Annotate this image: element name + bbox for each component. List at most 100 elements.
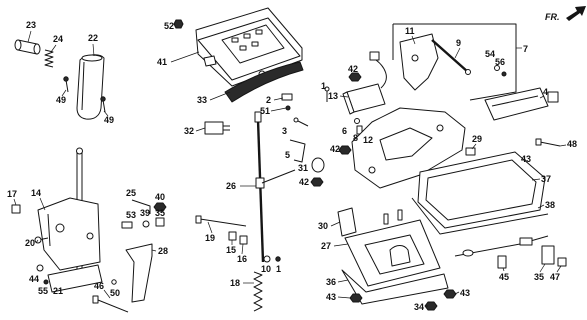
callout-43-right: 43 bbox=[521, 154, 531, 164]
callout-53: 53 bbox=[126, 210, 136, 220]
callout-36: 36 bbox=[326, 277, 336, 287]
part-39-ring bbox=[142, 220, 150, 228]
part-10-washer bbox=[263, 255, 271, 263]
callout-13: 13 bbox=[328, 91, 338, 101]
center-bracket-plate bbox=[351, 107, 466, 189]
callout-46: 46 bbox=[94, 281, 104, 291]
callout-32: 32 bbox=[184, 126, 194, 136]
callout-2: 2 bbox=[266, 95, 271, 105]
callout-24: 24 bbox=[53, 34, 63, 44]
callout-7: 7 bbox=[523, 44, 528, 54]
part-31-boot bbox=[311, 157, 325, 173]
callout-42-middle: 42 bbox=[330, 144, 340, 154]
part-30-bracket bbox=[337, 207, 357, 237]
callout-50: 50 bbox=[110, 288, 120, 298]
part-52-screw bbox=[173, 19, 184, 29]
part-28-bracket bbox=[125, 243, 153, 303]
part-49-screw-right bbox=[100, 96, 106, 113]
part-7-bracket-outline bbox=[392, 23, 517, 101]
part-3-pin bbox=[293, 117, 309, 127]
part-4-position-switch bbox=[484, 87, 559, 121]
part-37-housing bbox=[417, 151, 546, 229]
callout-45: 45 bbox=[499, 272, 509, 282]
part-43-nut-bottom-left bbox=[349, 293, 363, 303]
part-49-screw-left bbox=[63, 76, 69, 93]
callout-4: 4 bbox=[543, 87, 548, 97]
callout-15: 15 bbox=[226, 245, 236, 255]
part-6-washer bbox=[354, 118, 360, 124]
callout-56: 56 bbox=[495, 57, 505, 67]
callout-49-right: 49 bbox=[104, 115, 114, 125]
part-50-collar bbox=[111, 279, 117, 285]
callout-40: 40 bbox=[155, 192, 165, 202]
callout-34: 34 bbox=[414, 302, 424, 312]
part-24-spring bbox=[44, 49, 54, 68]
callout-22: 22 bbox=[88, 33, 98, 43]
part-15-bushing bbox=[228, 231, 237, 241]
part-33-indicator-plate bbox=[224, 61, 304, 103]
callout-37: 37 bbox=[541, 174, 551, 184]
part-42-nut-lower bbox=[310, 177, 324, 187]
callout-9: 9 bbox=[456, 38, 461, 48]
part-47-clip bbox=[557, 257, 567, 267]
callout-41: 41 bbox=[157, 57, 167, 67]
callout-55: 55 bbox=[38, 286, 48, 296]
callout-17: 17 bbox=[7, 189, 17, 199]
callout-5: 5 bbox=[285, 150, 290, 160]
leader-lines bbox=[13, 30, 567, 307]
callout-54: 54 bbox=[485, 49, 495, 59]
part-2-cable-end bbox=[281, 93, 293, 101]
callout-1-top: 1 bbox=[321, 81, 326, 91]
front-arrow-icon bbox=[566, 6, 586, 21]
part-26-shift-cable bbox=[254, 111, 296, 263]
callout-25: 25 bbox=[126, 188, 136, 198]
callout-19: 19 bbox=[205, 233, 215, 243]
part-1-clip-bottom bbox=[275, 256, 281, 262]
part-43-nut-bottom-right bbox=[443, 289, 457, 299]
part-35-clamp bbox=[541, 245, 555, 265]
callout-30: 30 bbox=[318, 221, 328, 231]
callout-12: 12 bbox=[363, 135, 373, 145]
part-42-nut-middle bbox=[338, 145, 352, 155]
part-25-lock-bracket bbox=[131, 199, 151, 214]
part-23-knob-button bbox=[14, 39, 41, 55]
callout-51: 51 bbox=[260, 106, 270, 116]
callout-31: 31 bbox=[298, 163, 308, 173]
callout-29: 29 bbox=[472, 134, 482, 144]
callout-38: 38 bbox=[545, 200, 555, 210]
callout-11: 11 bbox=[405, 26, 415, 36]
callout-18: 18 bbox=[230, 278, 240, 288]
part-53-cylinder bbox=[121, 221, 133, 229]
part-48-bolt bbox=[535, 138, 561, 147]
callout-43-bottom-left: 43 bbox=[326, 292, 336, 302]
callout-10: 10 bbox=[261, 264, 271, 274]
part-32-switch bbox=[204, 121, 230, 135]
callout-28: 28 bbox=[158, 246, 168, 256]
callout-27: 27 bbox=[321, 241, 331, 251]
part-51-screw bbox=[285, 105, 291, 111]
part-27-indicator-panel bbox=[344, 209, 441, 287]
part-16-bushing bbox=[239, 235, 248, 245]
part-11-lever-bracket bbox=[399, 33, 439, 91]
callout-26: 26 bbox=[226, 181, 236, 191]
part-56-nut bbox=[501, 71, 507, 77]
callout-23: 23 bbox=[26, 20, 36, 30]
part-44-washer bbox=[36, 264, 44, 272]
part-29-clip bbox=[465, 147, 476, 156]
callout-47: 47 bbox=[550, 272, 560, 282]
callout-48: 48 bbox=[567, 139, 577, 149]
callout-52: 52 bbox=[164, 21, 174, 31]
part-40-nut bbox=[153, 202, 167, 212]
part-5-bracket bbox=[289, 139, 306, 163]
callout-39: 39 bbox=[140, 208, 150, 218]
part-13-solenoid bbox=[342, 51, 387, 115]
callout-8: 8 bbox=[353, 133, 358, 143]
callout-44: 44 bbox=[29, 274, 39, 284]
callout-42-top: 42 bbox=[348, 64, 358, 74]
part-46-bolt bbox=[92, 295, 129, 313]
part-18-spring bbox=[253, 271, 263, 312]
direction-label: FR. bbox=[545, 12, 560, 22]
part-22-shift-knob bbox=[76, 54, 105, 120]
callout-35-right: 35 bbox=[534, 272, 544, 282]
